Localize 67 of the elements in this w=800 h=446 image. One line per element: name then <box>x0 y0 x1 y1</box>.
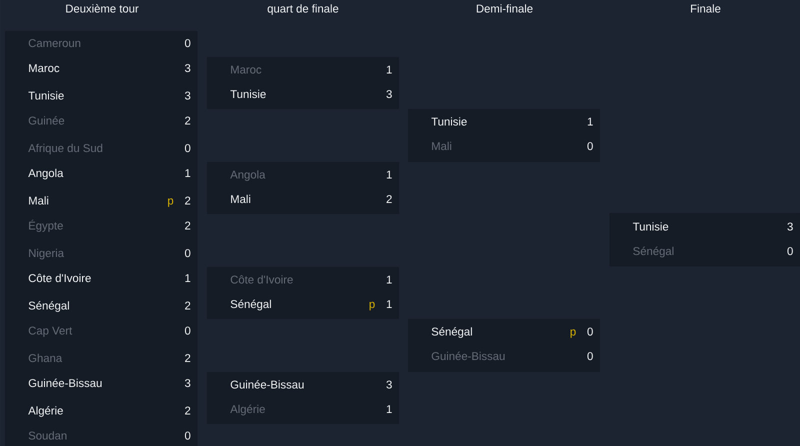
team-name: Tunisie <box>632 222 668 231</box>
score: 1 <box>185 169 190 177</box>
team-name: Tunisie <box>28 91 64 100</box>
score: 3 <box>787 222 793 231</box>
team-name: Guinée-Bissau <box>432 352 505 360</box>
score: 3 <box>184 92 190 100</box>
score: 3 <box>386 380 392 389</box>
column-heading: Finale <box>691 4 720 13</box>
team-name: Maroc <box>29 64 60 72</box>
score: 0 <box>587 142 593 150</box>
score: 0 <box>184 39 190 48</box>
score: 0 <box>184 144 190 152</box>
column-heading: quart de finale <box>268 4 338 15</box>
team-name: Afrique du Sud <box>28 144 102 154</box>
team-name: Côte d'Ivoire <box>230 275 293 284</box>
score: 0 <box>184 249 190 258</box>
score: 0 <box>587 352 593 360</box>
score: 0 <box>184 326 190 335</box>
team-name: Mali <box>29 196 48 205</box>
score: 1 <box>588 118 593 126</box>
score: 2 <box>185 116 190 124</box>
team-name: Sénégal <box>633 246 674 258</box>
team-name: Soudan <box>28 431 66 440</box>
penalty-mark: p <box>570 329 576 338</box>
score: 0 <box>587 328 593 336</box>
team-name: Guinée <box>28 116 64 125</box>
score: 1 <box>185 274 190 282</box>
team-name: Tunisie <box>431 117 467 126</box>
score: 3 <box>184 379 190 388</box>
team-name: Algérie <box>28 406 63 417</box>
score: 1 <box>386 276 392 284</box>
team-name: Cap Vert <box>28 326 72 337</box>
team-name: Sénégal <box>230 300 271 310</box>
score: 1 <box>386 300 392 308</box>
score: 3 <box>386 90 392 98</box>
team-name: Cameroun <box>28 39 80 48</box>
score: 1 <box>386 405 392 413</box>
team-name: Algérie <box>230 404 265 416</box>
column-heading: Demi-finale <box>476 4 533 13</box>
team-name: Sénégal <box>432 327 472 338</box>
score: 0 <box>184 432 190 440</box>
team-name: Tunisie <box>230 90 266 98</box>
score: 2 <box>185 354 190 362</box>
score: 2 <box>185 302 190 310</box>
score: 2 <box>386 195 392 203</box>
team-name: Mali <box>432 142 452 150</box>
team-name: Nigeria <box>29 248 64 260</box>
team-name: Côte d'Ivoire <box>28 274 91 282</box>
team-name: Égypte <box>29 220 63 232</box>
score: 2 <box>185 222 190 230</box>
score: 0 <box>787 247 793 256</box>
score: 2 <box>185 406 190 414</box>
team-name: Guinée-Bissau <box>230 380 304 389</box>
penalty-mark: p <box>370 302 375 310</box>
team-name: Angola <box>230 170 266 181</box>
score: 2 <box>185 196 190 204</box>
team-name: Angola <box>28 168 64 180</box>
team-name: Maroc <box>231 66 262 74</box>
penalty-mark: p <box>168 198 174 207</box>
team-name: Mali <box>231 194 250 204</box>
column-heading: Deuxième tour <box>66 4 139 13</box>
team-name: Guinée-Bissau <box>28 378 102 388</box>
score: 1 <box>386 170 392 178</box>
score: 3 <box>184 64 190 72</box>
team-name: Ghana <box>28 354 62 362</box>
team-name: Sénégal <box>28 301 69 312</box>
score: 1 <box>386 66 392 74</box>
